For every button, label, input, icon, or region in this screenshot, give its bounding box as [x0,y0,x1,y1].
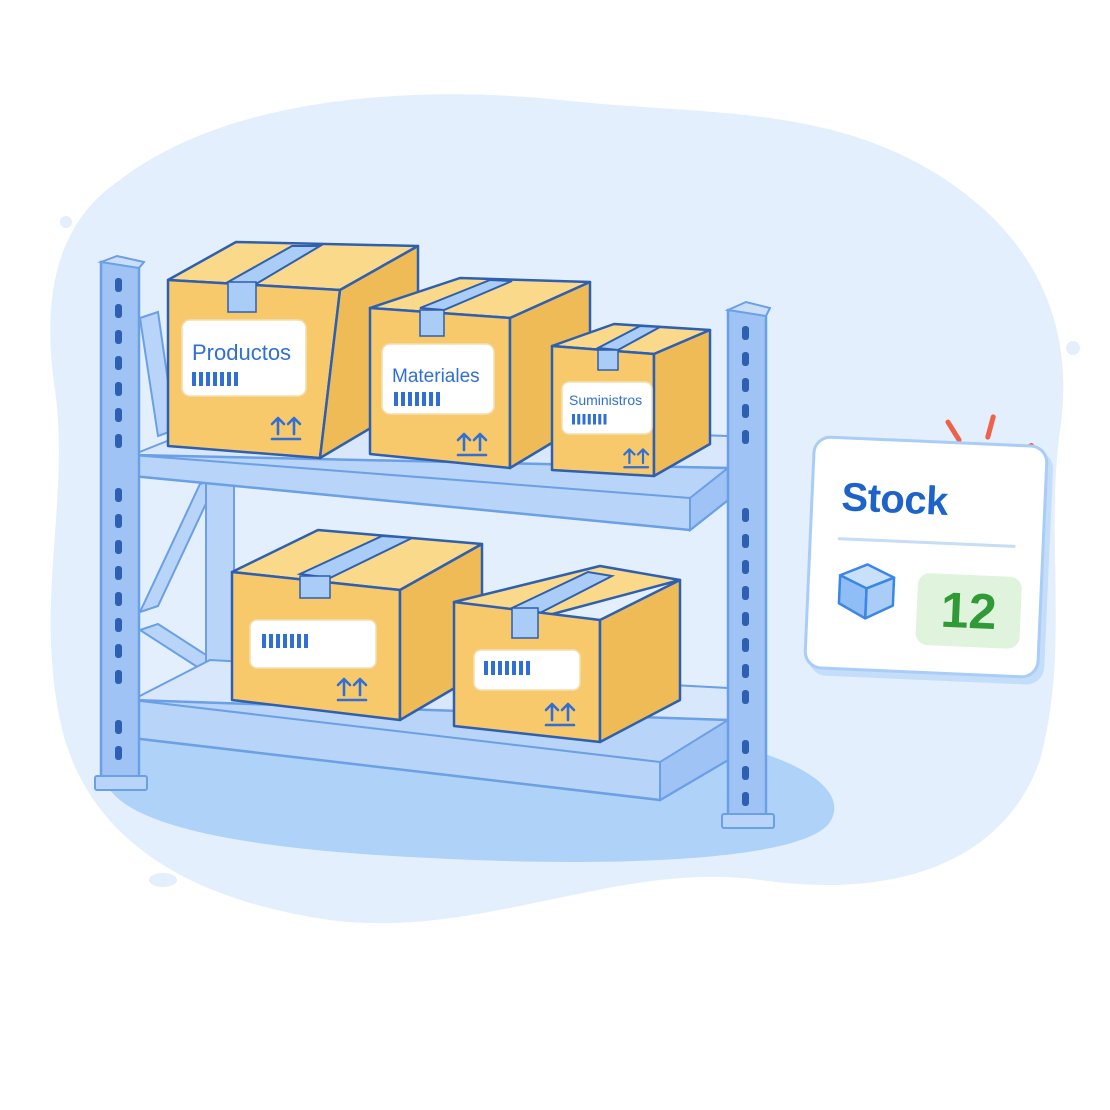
box-materiales: Materiales [368,276,592,470]
box-label-materiales: Materiales [392,366,480,387]
stock-count: 12 [939,581,998,641]
cube-icon [837,563,896,620]
stock-title: Stock [840,475,949,524]
box-lower-left [230,528,484,722]
box-lower-right [452,564,682,744]
left-upright [94,254,148,791]
stock-divider [837,537,1016,548]
box-suministros: Suministros [550,322,712,478]
stock-count-badge: 12 [915,572,1023,650]
stock-card: Stock 12 [803,434,1049,680]
right-upright [721,300,775,829]
box-label-suministros: Suministros [569,392,642,408]
box-label-productos: Productos [192,340,291,365]
